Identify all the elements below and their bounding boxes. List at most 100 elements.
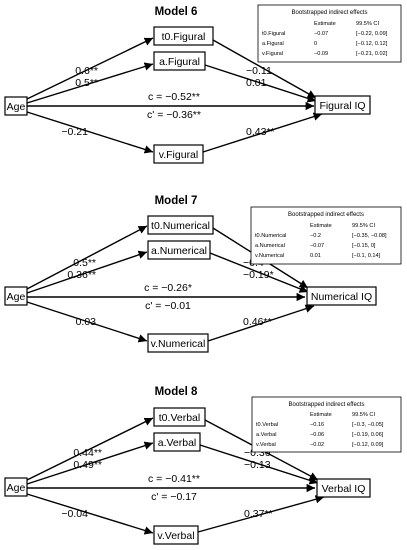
model-6-table-title: Bootstrapped indirect effects: [292, 10, 368, 16]
svg-text:Age: Age: [7, 291, 26, 303]
svg-text:v.Numerical: v.Numerical: [151, 338, 206, 350]
model-6-node-outcome: Figural IQ: [314, 95, 371, 115]
model-8-title: Model 8: [155, 386, 198, 398]
model-6-arrow-a-outcome: [204, 64, 317, 103]
svg-text:a.Verbal: a.Verbal: [158, 437, 197, 449]
model-7-label-c: c = −0.26*: [144, 282, 192, 294]
model-7-title: Model 7: [155, 195, 198, 207]
svg-text:−0.07: −0.07: [314, 31, 328, 37]
model-7-node-v: v.Numerical: [147, 333, 209, 353]
model-6-label-a1: 0.6**: [75, 65, 98, 77]
model-6-label-a3: −0.21: [61, 126, 88, 138]
svg-text:t0.Verbal: t0.Verbal: [256, 422, 278, 428]
svg-text:a.Numerical: a.Numerical: [255, 243, 285, 249]
model-7-label-b2: −0.19*: [243, 269, 274, 281]
model-8-node-age: Age: [4, 477, 28, 497]
svg-text:a.Numerical: a.Numerical: [151, 245, 207, 257]
model-8-label-b3: 0.37**: [244, 508, 273, 520]
model-8-arrow-age-v: [26, 493, 154, 535]
svg-text:Numerical IQ: Numerical IQ: [311, 291, 372, 303]
svg-text:[−0.19, 0.06]: [−0.19, 0.06]: [352, 432, 384, 438]
svg-text:[−0.1, 0.14]: [−0.1, 0.14]: [352, 253, 381, 259]
svg-text:v.Numerical: v.Numerical: [255, 253, 284, 259]
model-6-node-v: v.Figural: [153, 144, 204, 164]
svg-text:t0.Figural: t0.Figural: [162, 31, 206, 43]
svg-text:a.Verbal: a.Verbal: [256, 432, 277, 438]
svg-text:0: 0: [314, 41, 317, 47]
svg-text:t0.Verbal: t0.Verbal: [159, 412, 200, 424]
svg-text:−0.2: −0.2: [310, 233, 321, 239]
model-7-label-b3: 0.46**: [243, 316, 272, 328]
svg-text:Age: Age: [7, 482, 26, 494]
svg-text:−0.06: −0.06: [310, 432, 324, 438]
model-8-arrow-a-outcome: [199, 444, 319, 485]
model-6-title: Model 6: [155, 6, 198, 18]
svg-text:[−0.15, 0]: [−0.15, 0]: [352, 243, 376, 249]
model-8-node-v: v.Verbal: [153, 525, 199, 545]
model-8-label-a2: 0.49**: [73, 459, 102, 471]
model-8-arrow-age-a: [26, 441, 154, 485]
model-8-label-b2: −0.13: [244, 459, 271, 471]
model-8-arrow-v-outcome: [197, 495, 325, 533]
model-7-node-a: a.Numerical: [147, 240, 211, 260]
model-6-arrow-age-v: [26, 111, 154, 154]
model-8-label-c-prime: c' = −0.17: [151, 491, 197, 503]
model-8-label-c: c = −0.41**: [148, 473, 200, 485]
model-6-node-t0: t0.Figural: [153, 26, 214, 46]
model-8-arrow-age-t0: [26, 417, 154, 481]
svg-text:[−0.3, −0.05]: [−0.3, −0.05]: [352, 422, 384, 428]
model-7-node-outcome: Numerical IQ: [306, 286, 377, 306]
svg-text:t0.Figural: t0.Figural: [262, 31, 285, 37]
model-8-label-a1: 0.44**: [73, 447, 102, 459]
model-7-arrow-age-t0: [26, 225, 148, 290]
svg-text:[−0.22, 0.09]: [−0.22, 0.09]: [356, 31, 388, 37]
model-8-indirect-effects-table: Bootstrapped indirect effects Estimate 9…: [251, 396, 402, 453]
svg-text:Age: Age: [7, 101, 26, 113]
svg-text:Estimate: Estimate: [310, 223, 332, 229]
model-6-arrow-t0-outcome: [212, 39, 317, 99]
svg-text:v.Verbal: v.Verbal: [157, 530, 194, 542]
model-7-indirect-effects-table: Bootstrapped indirect effects Estimate 9…: [250, 206, 402, 265]
model-7-node-age: Age: [4, 286, 28, 306]
svg-text:Estimate: Estimate: [310, 412, 332, 418]
svg-text:−0.09: −0.09: [314, 51, 328, 57]
model-7-arrow-a-outcome: [209, 252, 309, 293]
svg-text:99.5% CI: 99.5% CI: [352, 223, 375, 229]
model-7-arrow-age-v: [26, 301, 148, 343]
model-8-label-a3: −0.04: [61, 508, 88, 520]
svg-text:v.Figural: v.Figural: [262, 51, 283, 57]
model-6-label-b3: 0.43**: [246, 126, 275, 138]
model-6-label-b2: 0.01: [246, 77, 267, 89]
svg-text:[−0.12, 0.09]: [−0.12, 0.09]: [352, 442, 384, 448]
svg-text:t0.Numerical: t0.Numerical: [255, 233, 286, 239]
model-6-arrow-age-a: [26, 62, 154, 104]
model-6-label-b1: −0.11: [246, 65, 272, 77]
model-8-table-title: Bootstrapped indirect effects: [289, 402, 365, 408]
model-8-node-t0: t0.Verbal: [153, 407, 206, 427]
model-7-label-c-prime: c' = −0.01: [145, 300, 191, 312]
svg-text:a.Figural: a.Figural: [262, 41, 284, 47]
model-7-node-t0: t0.Numerical: [147, 215, 214, 235]
svg-text:Figural IQ: Figural IQ: [319, 100, 365, 112]
model-7-label-a3: 0.03: [76, 316, 97, 328]
svg-text:v.Verbal: v.Verbal: [256, 442, 276, 448]
model-6-arrow-age-t0: [26, 37, 154, 100]
model-6-label-c-prime: c' = −0.36**: [147, 109, 201, 121]
svg-text:[−0.12, 0.12]: [−0.12, 0.12]: [356, 41, 388, 47]
model-6-arrow-v-outcome: [202, 112, 323, 153]
model-7-arrow-v-outcome: [207, 304, 315, 342]
svg-text:v.Figural: v.Figural: [159, 149, 198, 161]
svg-text:99.5% CI: 99.5% CI: [356, 21, 379, 27]
svg-text:[−0.35, −0.08]: [−0.35, −0.08]: [352, 233, 387, 239]
svg-text:Verbal IQ: Verbal IQ: [322, 483, 366, 495]
svg-text:Estimate: Estimate: [314, 21, 336, 27]
model-6-node-age: Age: [4, 96, 28, 116]
svg-text:[−0.21, 0.02]: [−0.21, 0.02]: [356, 51, 388, 57]
svg-text:−0.07: −0.07: [310, 243, 324, 249]
model-7-table-title: Bootstrapped indirect effects: [288, 212, 364, 218]
model-6-node-a: a.Figural: [153, 51, 206, 71]
model-8-node-outcome: Verbal IQ: [316, 478, 371, 498]
svg-text:a.Figural: a.Figural: [159, 56, 200, 68]
svg-text:99.5% CI: 99.5% CI: [352, 412, 375, 418]
svg-text:0.01: 0.01: [310, 253, 321, 259]
